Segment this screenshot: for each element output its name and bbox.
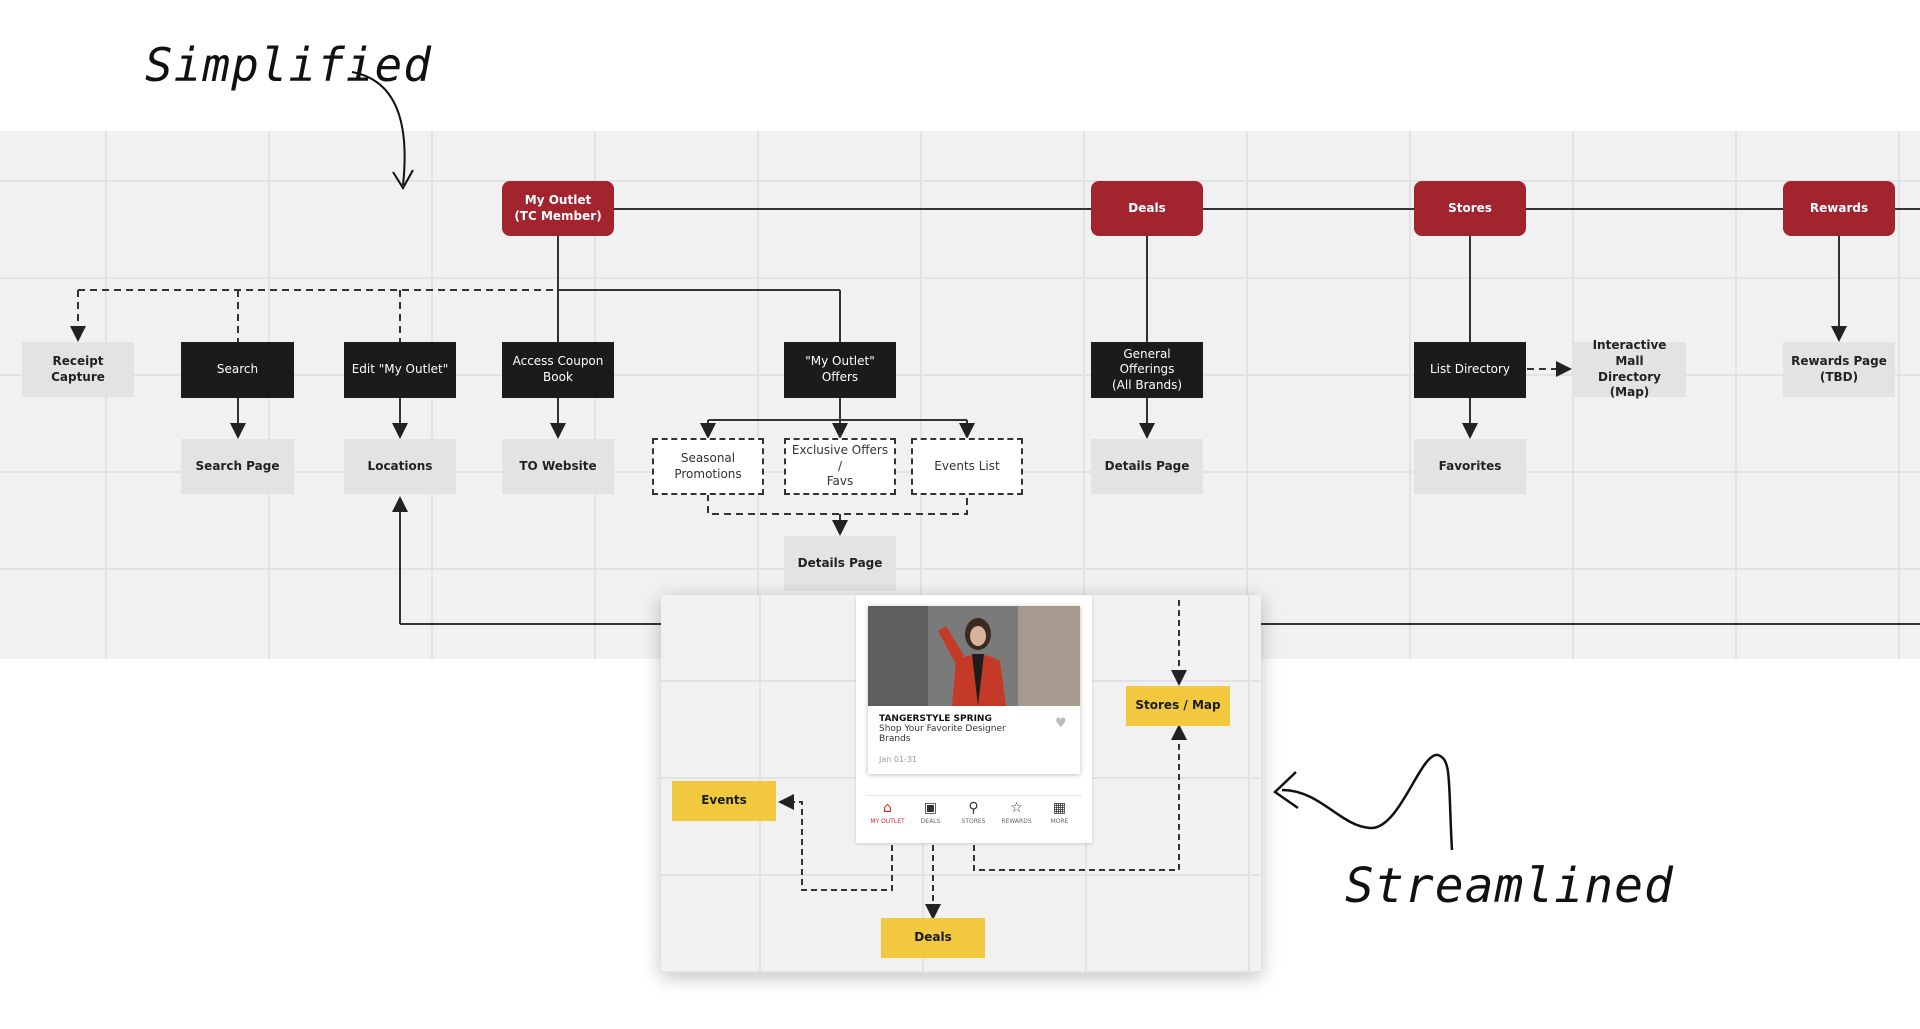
node-rewards: Rewards (1783, 181, 1895, 236)
node-rewards-page: Rewards Page (TBD) (1783, 342, 1895, 397)
node-search: Search (181, 342, 294, 398)
node-events-list: Events List (911, 438, 1023, 495)
tab-my-outlet[interactable]: ⌂ MY OUTLET (866, 800, 909, 825)
tab-label: DEALS (920, 818, 941, 825)
node-stores: Stores (1414, 181, 1526, 236)
annotation-simplified: Simplified (145, 38, 432, 92)
node-favorites: Favorites (1414, 439, 1526, 494)
promo-card[interactable]: TANGERSTYLE SPRING Shop Your Favorite De… (868, 606, 1080, 774)
promo-photo (868, 606, 1080, 706)
promo-date: Jan 01-31 (879, 755, 918, 764)
node-access-coupon-book: Access Coupon Book (502, 342, 614, 398)
node-search-page: Search Page (181, 439, 294, 494)
nav-node-stores-map: Stores / Map (1126, 686, 1230, 726)
node-deals-details-page: Details Page (1091, 439, 1203, 494)
node-list-directory: List Directory (1414, 342, 1526, 398)
node-to-website: TO Website (502, 439, 614, 494)
node-edit-my-outlet: Edit "My Outlet" (344, 342, 456, 398)
favorite-heart-icon[interactable]: ♥ (1055, 716, 1067, 731)
tab-rewards[interactable]: ☆ REWARDS (995, 800, 1038, 825)
node-exclusive-offers: Exclusive Offers / Favs (784, 438, 896, 495)
tab-label: MY OUTLET (870, 818, 905, 825)
grid-icon: ▦ (1052, 800, 1067, 816)
tab-stores[interactable]: ⚲ STORES (952, 800, 995, 825)
promo-subtitle: Shop Your Favorite Designer Brands (879, 724, 1006, 745)
tab-label: STORES (961, 818, 986, 825)
nav-node-events: Events (672, 781, 776, 821)
app-tab-bar: ⌂ MY OUTLET ▣ DEALS ⚲ STORES ☆ REWARDS ▦… (866, 795, 1082, 832)
tab-deals[interactable]: ▣ DEALS (909, 800, 952, 825)
node-interactive-mall-directory: Interactive Mall Directory (Map) (1573, 338, 1686, 399)
node-seasonal-promotions: Seasonal Promotions (652, 438, 764, 495)
annotation-streamlined: Streamlined (1345, 858, 1674, 914)
node-my-outlet-offers: "My Outlet" Offers (784, 342, 896, 398)
node-general-offerings: General Offerings (All Brands) (1091, 342, 1203, 398)
node-offers-details-page: Details Page (784, 536, 896, 591)
promo-title: TANGERSTYLE SPRING (879, 714, 992, 724)
node-deals: Deals (1091, 181, 1203, 236)
node-locations: Locations (344, 439, 456, 494)
woman-in-red-coat-image (868, 606, 1080, 706)
node-my-outlet: My Outlet (TC Member) (502, 181, 614, 236)
star-icon: ☆ (1010, 800, 1023, 816)
deals-icon: ▣ (923, 800, 938, 816)
home-icon: ⌂ (883, 800, 892, 816)
node-receipt-capture: Receipt Capture (22, 342, 134, 397)
tab-more[interactable]: ▦ MORE (1038, 800, 1081, 825)
map-pin-icon: ⚲ (968, 800, 979, 816)
nav-node-deals: Deals (881, 918, 985, 958)
tab-label: REWARDS (1001, 818, 1032, 825)
tab-label: MORE (1050, 818, 1069, 825)
